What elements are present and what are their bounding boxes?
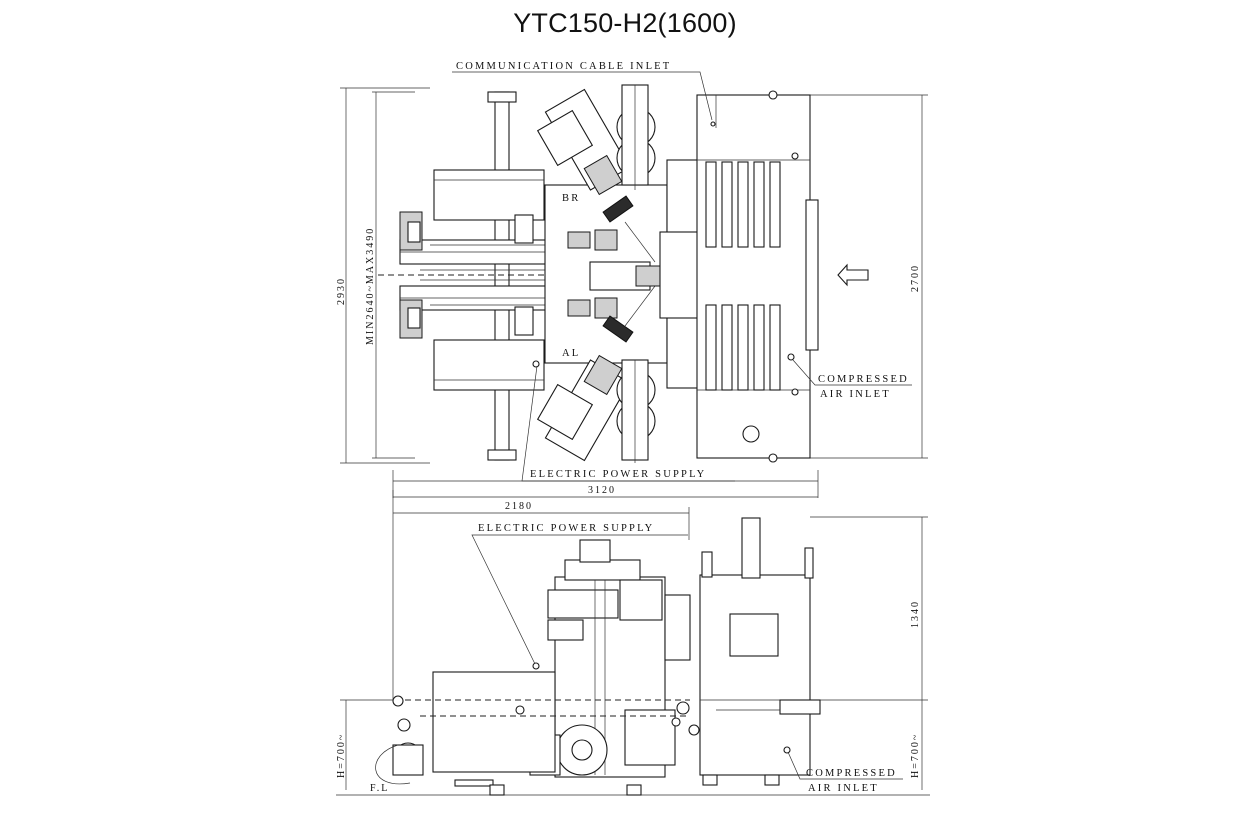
leader-compressed-air-top [792, 359, 912, 386]
side-cabinet [699, 517, 821, 786]
power-inlet-side [532, 662, 540, 670]
drawing-title: YTC150-H2(1600) [513, 8, 737, 38]
left-frame [433, 91, 545, 461]
upper-slitter-unit [536, 84, 656, 196]
dimension-min-max: MIN2640~MAX3490 [365, 227, 376, 345]
dimension-2180: 2180 [505, 501, 533, 512]
label-air-inlet-side: AIR INLET [808, 783, 879, 794]
dimension-1340: 1340 [910, 600, 921, 628]
top-view: 2930 MIN2640~MAX3490 2700 3120 [336, 61, 928, 498]
label-air-inlet-top: AIR INLET [820, 389, 891, 400]
label-br: BR [562, 193, 580, 204]
feeder-housing [696, 90, 869, 463]
dimension-h-left: H=700~ [336, 733, 347, 778]
cutter-block: BR AL [544, 184, 668, 364]
dimension-3120: 3120 [588, 485, 616, 496]
leader-communication-cable [452, 71, 713, 121]
label-communication-cable-inlet: COMMUNICATION CABLE INLET [456, 61, 671, 72]
label-compressed-side: COMPRESSED [806, 768, 897, 779]
air-inlet-side [783, 746, 791, 754]
leader-electric-power-top [521, 365, 735, 482]
lower-slitter-unit [536, 354, 656, 463]
side-view: 2180 1340 H=700~ H=700~ F.L [336, 490, 930, 796]
label-electric-power-top: ELECTRIC POWER SUPPLY [530, 469, 706, 480]
dimension-2930: 2930 [336, 277, 347, 305]
side-machine-body [529, 539, 691, 778]
label-al: AL [562, 348, 580, 359]
dimension-h-right: H=700~ [910, 733, 921, 778]
dimension-2700: 2700 [910, 264, 921, 292]
leader-electric-power-side [471, 534, 688, 665]
side-conveyor [375, 671, 700, 796]
label-electric-power-side: ELECTRIC POWER SUPPLY [478, 523, 654, 534]
label-compressed-top: COMPRESSED [818, 374, 909, 385]
leader-compressed-air-side [787, 751, 903, 780]
label-floor-level: F.L [370, 783, 389, 794]
